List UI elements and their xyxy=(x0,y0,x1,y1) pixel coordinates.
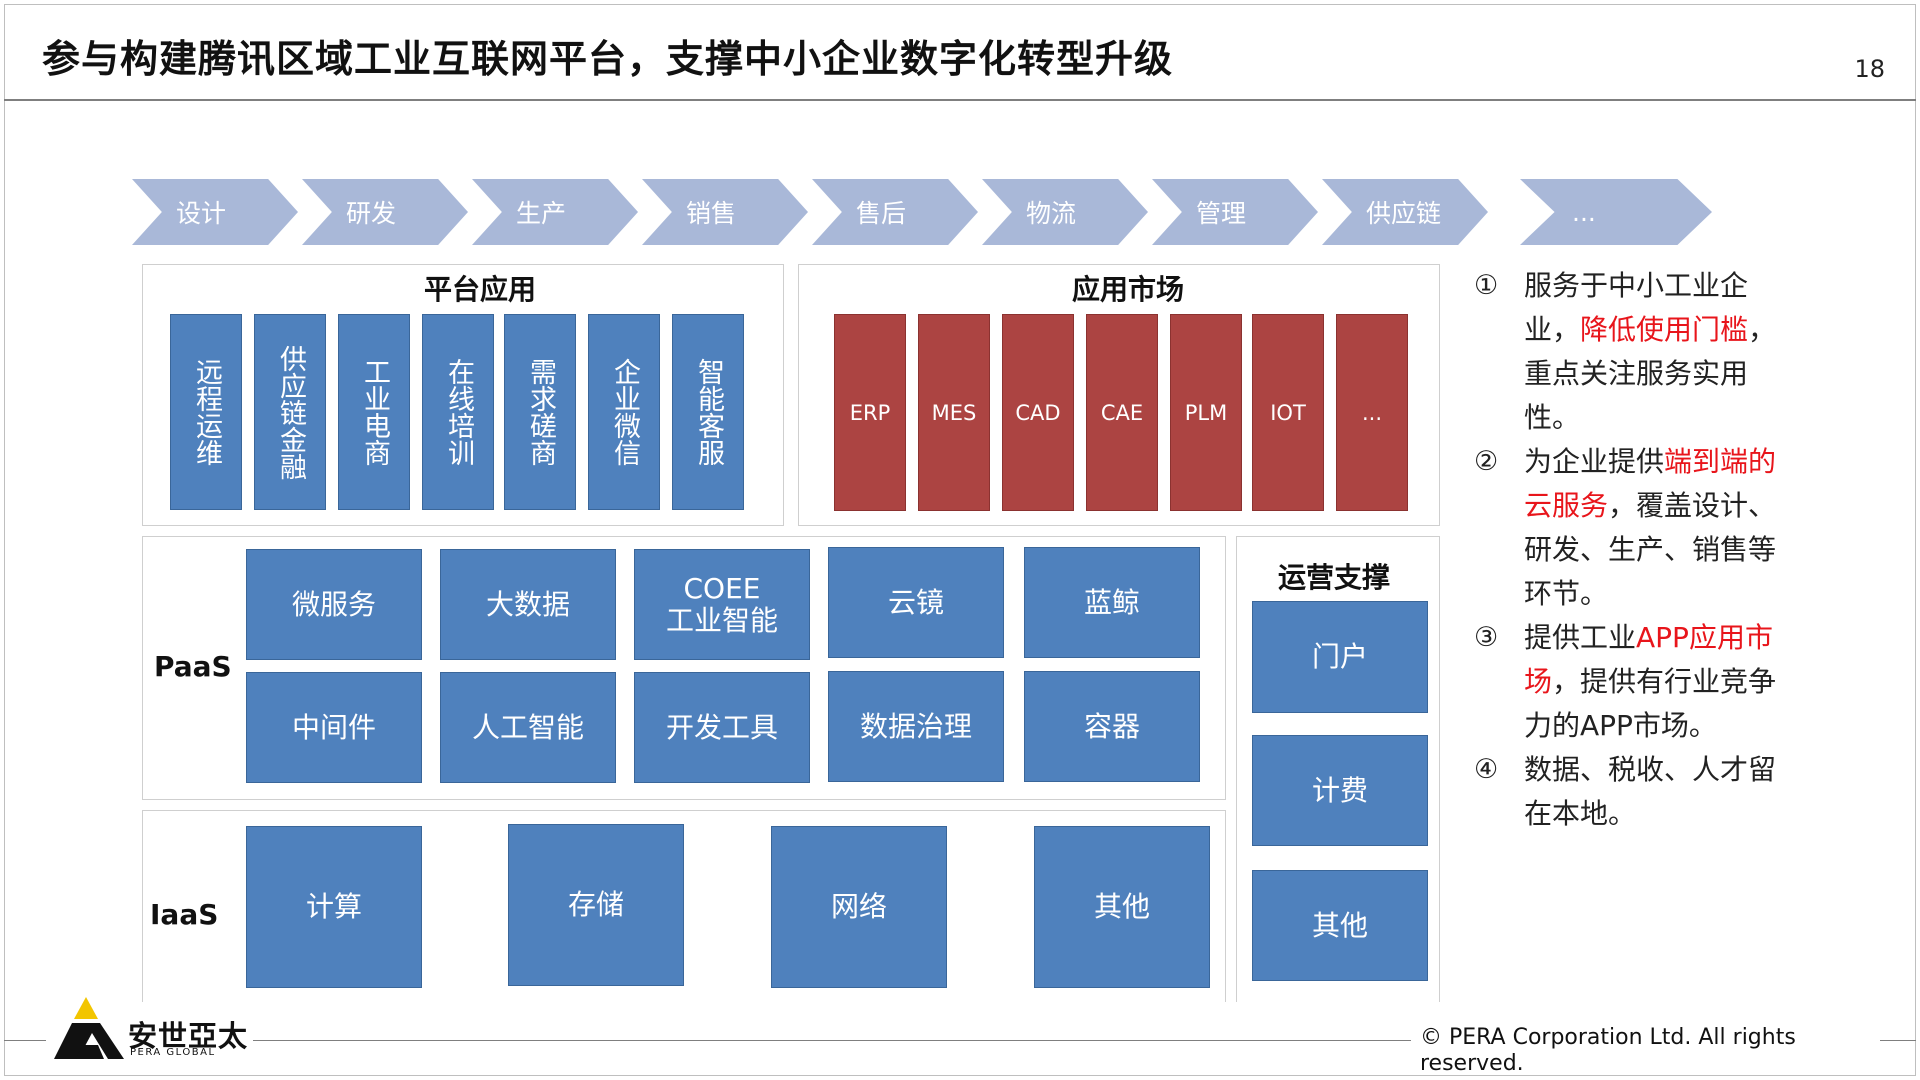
paas-tile: COEE 工业智能 xyxy=(634,549,810,660)
note-number: ③ xyxy=(1474,622,1499,653)
paas-tile: 容器 xyxy=(1024,671,1200,782)
note-highlight: 端到端的云服务 xyxy=(1524,445,1777,522)
platform-app-tile: 需求磋商 xyxy=(504,314,576,510)
note-text: 为企业提供端到端的云服务，覆盖设计、研发、生产、销售等环节。 xyxy=(1524,440,1784,616)
chevron-step: 售后 xyxy=(812,179,978,245)
paas-tile: 中间件 xyxy=(246,672,422,783)
note-text-part: ，覆盖设计、研发、生产、销售等环节。 xyxy=(1524,489,1777,610)
slide-title: 参与构建腾讯区域工业互联网平台，支撑中小企业数字化转型升级 xyxy=(42,37,1174,81)
paas-label: PaaS xyxy=(154,650,232,683)
footer-divider xyxy=(253,1040,1411,1041)
slide-frame xyxy=(4,4,1916,1076)
note-item: ② 为企业提供端到端的云服务，覆盖设计、研发、生产、销售等环节。 xyxy=(1474,440,1784,616)
paas-tile: 蓝鲸 xyxy=(1024,547,1200,658)
platform-app-tile: 远程运维 xyxy=(170,314,242,510)
operations-tile: 门户 xyxy=(1252,601,1428,713)
market-app-tile: PLM xyxy=(1170,314,1242,511)
paas-tile: 人工智能 xyxy=(440,672,616,783)
note-item: ③ 提供工业APP应用市场，提供有行业竞争力的APP市场。 xyxy=(1474,616,1784,748)
note-text-part: 服务于中小工业企业， xyxy=(1524,269,1749,346)
chevron-step: 物流 xyxy=(982,179,1148,245)
logo-triangle-icon xyxy=(54,997,124,1059)
note-number: ② xyxy=(1474,446,1499,477)
footer-divider xyxy=(1880,1040,1916,1041)
platform-apps-title: 平台应用 xyxy=(424,273,537,306)
market-app-tile: MES xyxy=(918,314,990,511)
market-app-tile: ... xyxy=(1336,314,1408,511)
paas-tile: 云镜 xyxy=(828,547,1004,658)
paas-tile: 开发工具 xyxy=(634,672,810,783)
note-text-part: 提供工业 xyxy=(1524,621,1637,654)
paas-tile: 数据治理 xyxy=(828,671,1004,782)
note-text-part: ，重点关注服务实用性。 xyxy=(1524,313,1777,434)
note-text-part: 为企业提供 xyxy=(1524,445,1665,478)
note-text-part: ，提供有行业竞争力的APP市场。 xyxy=(1524,665,1777,742)
operations-tile: 其他 xyxy=(1252,870,1428,981)
note-text: 提供工业APP应用市场，提供有行业竞争力的APP市场。 xyxy=(1524,616,1784,748)
market-app-tile: CAE xyxy=(1086,314,1158,511)
company-logo: 安世亞太 PERA GLOBAL xyxy=(52,995,247,1061)
note-item: ① 服务于中小工业企业，降低使用门槛，重点关注服务实用性。 xyxy=(1474,264,1784,440)
title-divider xyxy=(4,99,1916,101)
page-number: 18 xyxy=(1854,55,1885,83)
note-number: ④ xyxy=(1474,754,1499,785)
iaas-tile: 其他 xyxy=(1034,826,1210,988)
iaas-tile: 存储 xyxy=(508,824,684,986)
iaas-tile: 计算 xyxy=(246,826,422,988)
note-text: 数据、税收、人才留在本地。 xyxy=(1524,748,1784,836)
copyright-text: © PERA Corporation Ltd. All rights reser… xyxy=(1420,1025,1796,1076)
note-text-part: 数据、税收、人才留在本地。 xyxy=(1524,753,1777,830)
note-item: ④ 数据、税收、人才留在本地。 xyxy=(1474,748,1784,836)
footer-divider xyxy=(4,1040,46,1041)
notes-list: ① 服务于中小工业企业，降低使用门槛，重点关注服务实用性。 ② 为企业提供端到端… xyxy=(1474,264,1784,836)
platform-app-tile: 工业电商 xyxy=(338,314,410,510)
logo-subtitle: PERA GLOBAL xyxy=(130,1047,216,1058)
operations-tile: 计费 xyxy=(1252,735,1428,846)
logo-name: 安世亞太 xyxy=(128,1019,249,1053)
platform-app-tile: 供应链金融 xyxy=(254,314,326,510)
market-app-tile: ERP xyxy=(834,314,906,511)
paas-tile: 大数据 xyxy=(440,549,616,660)
chevron-step: 销售 xyxy=(642,179,808,245)
app-market-title: 应用市场 xyxy=(1072,273,1185,306)
platform-app-tile: 在线培训 xyxy=(422,314,494,510)
iaas-tile: 网络 xyxy=(771,826,947,988)
note-highlight: 降低使用门槛 xyxy=(1580,313,1749,346)
note-highlight: APP应用市场 xyxy=(1524,621,1773,698)
platform-app-tile: 智能客服 xyxy=(672,314,744,510)
market-app-tile: IOT xyxy=(1252,314,1324,511)
note-text: 服务于中小工业企业，降低使用门槛，重点关注服务实用性。 xyxy=(1524,264,1784,440)
paas-tile: 微服务 xyxy=(246,549,422,660)
operations-title: 运营支撑 xyxy=(1278,561,1391,594)
market-app-tile: CAD xyxy=(1002,314,1074,511)
platform-app-tile: 企业微信 xyxy=(588,314,660,510)
iaas-label: IaaS xyxy=(150,898,219,931)
note-number: ① xyxy=(1474,270,1499,301)
